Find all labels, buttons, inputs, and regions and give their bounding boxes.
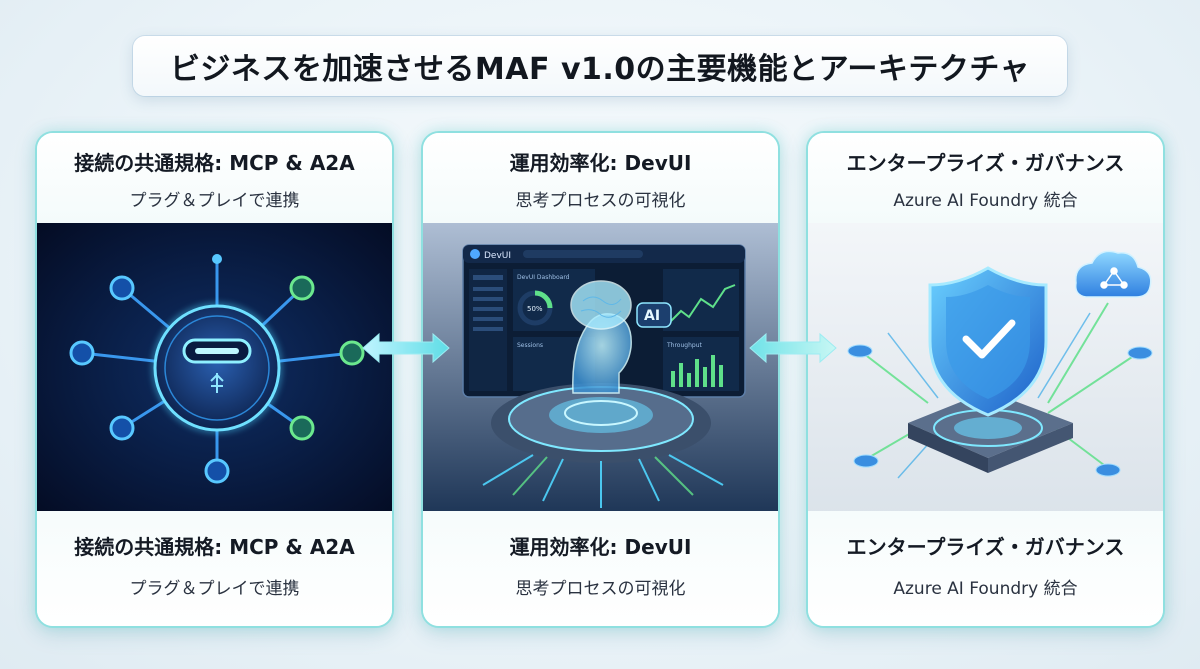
card-governance: エンタープライズ・ガバナンス Azure AI Foundry 統合	[806, 131, 1165, 628]
card-footer-title: エンタープライズ・ガバナンス	[846, 535, 1125, 559]
card-footer-subtitle: 思考プロセスの可視化	[515, 579, 686, 599]
title-banner: ビジネスを加速させるMAF v1.0の主要機能とアーキテクチャ	[133, 36, 1067, 96]
ai-badge: AI	[644, 308, 660, 324]
devui-panel-title: DevUI Dashboard	[517, 274, 570, 281]
ai-brain-dashboard-icon: DevUI DevUI Dashboard 50% Sessions Throu…	[423, 223, 778, 515]
card-footer-title: 運用効率化: DevUI	[509, 535, 692, 559]
card-footer-subtitle: プラグ＆プレイで連携	[129, 579, 300, 599]
card-header-title: エンタープライズ・ガバナンス	[846, 151, 1125, 175]
devui-app-name: DevUI	[484, 251, 511, 261]
usb-connector-hub-icon	[37, 223, 392, 515]
card-header: 接続の共通規格: MCP & A2A プラグ＆プレイで連携	[37, 133, 392, 223]
security-shield-cloud-icon	[808, 223, 1163, 515]
card-header-title: 接続の共通規格: MCP & A2A	[74, 151, 355, 175]
card-header-subtitle: Azure AI Foundry 統合	[893, 191, 1078, 211]
card-header: 運用効率化: DevUI 思考プロセスの可視化	[423, 133, 778, 223]
double-arrow-icon	[749, 332, 837, 364]
card-footer: エンタープライズ・ガバナンス Azure AI Foundry 統合	[808, 511, 1163, 626]
card-devui: 運用効率化: DevUI 思考プロセスの可視化 DevUI	[421, 131, 780, 628]
card-footer-subtitle: Azure AI Foundry 統合	[893, 579, 1078, 599]
devui-panel3-title: Throughput	[666, 342, 702, 349]
card-footer: 接続の共通規格: MCP & A2A プラグ＆プレイで連携	[37, 511, 392, 626]
card-header-subtitle: 思考プロセスの可視化	[515, 191, 686, 211]
card-footer: 運用効率化: DevUI 思考プロセスの可視化	[423, 511, 778, 626]
devui-panel2-title: Sessions	[517, 342, 543, 349]
page-title: ビジネスを加速させるMAF v1.0の主要機能とアーキテクチャ	[169, 52, 1031, 87]
card-header-title: 運用効率化: DevUI	[509, 151, 692, 175]
devui-gauge-value: 50%	[527, 305, 543, 313]
card-footer-title: 接続の共通規格: MCP & A2A	[74, 535, 355, 559]
card-connectivity: 接続の共通規格: MCP & A2A プラグ＆プレイで連携	[35, 131, 394, 628]
double-arrow-icon	[362, 332, 450, 364]
card-header-subtitle: プラグ＆プレイで連携	[129, 191, 300, 211]
card-header: エンタープライズ・ガバナンス Azure AI Foundry 統合	[808, 133, 1163, 223]
